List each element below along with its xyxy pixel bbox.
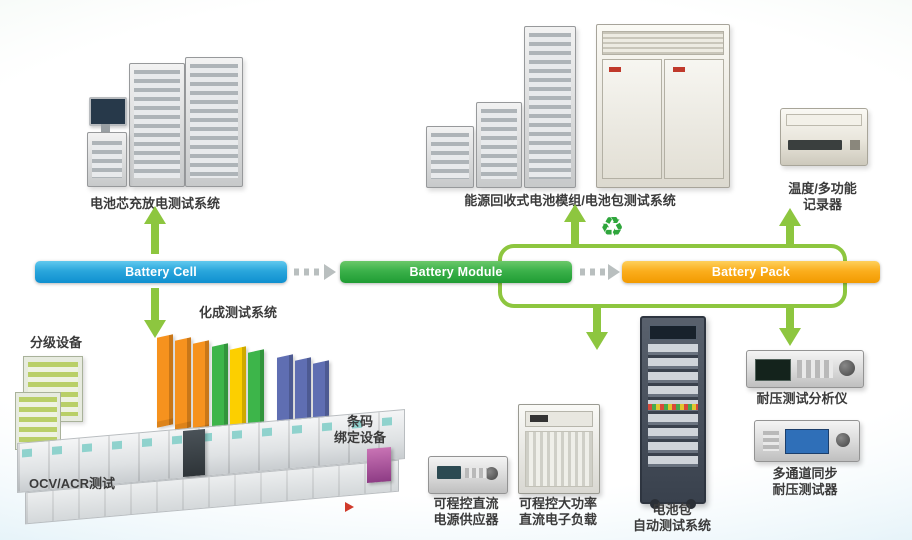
small-rack-icon	[426, 126, 474, 188]
production-line-image	[15, 330, 410, 525]
small-rack-icon	[476, 102, 522, 188]
recorder-lid	[786, 114, 862, 126]
instrument-knob	[836, 433, 850, 447]
instrument-screen	[785, 429, 829, 454]
control-pedestal-icon	[87, 132, 127, 187]
instrument-buttons	[763, 431, 779, 451]
rack-slots	[529, 33, 571, 179]
dc-supply-label-line2: 电源供应器	[433, 512, 499, 527]
pack-tester-label-line2: 自动测试系统	[632, 518, 711, 533]
recycle-icon: ♻	[600, 212, 625, 242]
rack-slots	[190, 64, 238, 178]
caster-wheel-icon	[686, 499, 696, 509]
pack-tester-label-line1: 电池包	[652, 502, 692, 517]
cabinet-vent	[602, 31, 724, 55]
cabinet-door	[602, 59, 662, 179]
dc-power-supply-image	[428, 456, 508, 494]
pack-test-cabinet-icon	[596, 24, 730, 188]
formation-rack-orange-icon	[175, 337, 191, 431]
tall-rack-icon	[524, 26, 576, 188]
caster-wheel-icon	[650, 499, 660, 509]
instrument-screen	[755, 359, 791, 381]
rack-slots	[134, 70, 180, 178]
recorder-slot	[788, 140, 842, 150]
load-vent-grille	[525, 431, 593, 487]
load-top-panel	[525, 411, 593, 427]
cell-tester-label: 电池芯充放电测试系统	[89, 196, 220, 211]
instrument-screen	[437, 466, 461, 479]
test-rack-icon	[185, 57, 243, 187]
rack-indicator-row	[648, 404, 698, 410]
recorder-button	[850, 140, 860, 150]
battery-module-banner: Battery Module	[340, 261, 572, 283]
formation-rack-orange-icon	[193, 340, 209, 434]
brand-badge	[673, 67, 685, 72]
instrument-screen	[530, 415, 548, 422]
red-arrow-icon	[345, 502, 354, 512]
battery-cell-banner-label: Battery Cell	[125, 265, 197, 279]
rack-screen	[649, 325, 697, 340]
instrument-knob	[485, 467, 498, 480]
rack-slots	[431, 133, 469, 179]
multichannel-hipot-tester-image	[754, 420, 860, 462]
tray-rows	[19, 397, 57, 445]
ocv-acr-label: OCV/ACR测试	[29, 476, 115, 491]
battery-pack-banner: Battery Pack	[622, 261, 880, 283]
cabinet-door	[664, 59, 724, 179]
multi-hipot-label-line1: 多通道同步	[772, 466, 838, 481]
battery-module-banner-label: Battery Module	[409, 265, 503, 279]
barcode-label-line1: 条码	[346, 414, 373, 429]
instrument-buttons	[797, 360, 833, 378]
multi-hipot-label-line2: 耐压测试器	[772, 482, 838, 497]
dark-tower-icon	[183, 429, 205, 477]
monitor-stand-icon	[101, 124, 110, 132]
dc-load-label-line2: 直流电子负载	[518, 512, 597, 527]
dc-electronic-load-image	[518, 404, 600, 494]
temp-recorder-label-line1: 温度/多功能	[788, 181, 857, 196]
brand-badge	[609, 67, 621, 72]
barcode-label-line2: 绑定设备	[333, 430, 386, 445]
rack-slots	[92, 141, 122, 178]
monitor-icon	[89, 97, 127, 126]
module-pack-tester-image	[420, 22, 730, 190]
dc-load-label-line1: 可程控大功率	[518, 496, 597, 511]
instrument-knob	[839, 360, 855, 376]
battery-pack-banner-label: Battery Pack	[711, 265, 791, 279]
module-pack-tester-label: 能源回收式电池模组/电池包测试系统	[464, 193, 676, 208]
formation-rack-orange-icon	[157, 334, 173, 428]
cell-charge-discharge-tester-image	[85, 55, 245, 187]
hipot-analyzer-label: 耐压测试分析仪	[756, 391, 848, 406]
instrument-buttons	[465, 468, 487, 478]
temp-recorder-image	[780, 108, 868, 166]
dc-supply-label-line1: 可程控直流	[433, 496, 499, 511]
formation-system-label: 化成测试系统	[198, 305, 277, 320]
barcode-machine-icon	[367, 446, 391, 484]
grading-equipment-label: 分级设备	[29, 335, 82, 350]
temp-recorder-label-line2: 记录器	[802, 197, 842, 212]
rack-slots	[481, 109, 517, 179]
pack-auto-test-system-image	[640, 316, 706, 509]
formation-rack-green-icon	[212, 343, 228, 437]
battery-cell-banner: Battery Cell	[35, 261, 287, 283]
hipot-analyzer-image	[746, 350, 864, 388]
test-rack-icon	[129, 63, 185, 187]
